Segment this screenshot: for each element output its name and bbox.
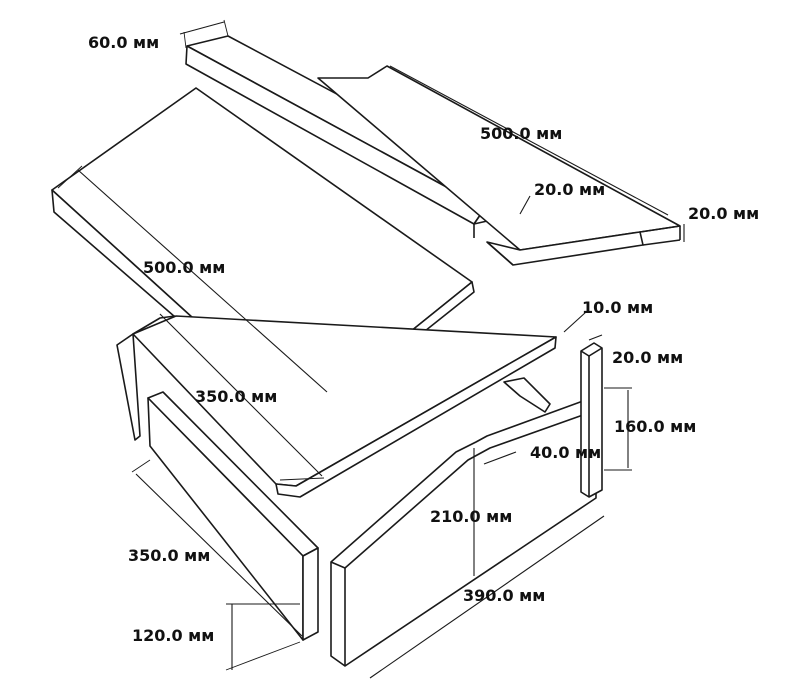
label-side-height: 160.0 мм bbox=[614, 417, 696, 436]
label-front-width: 350.0 мм bbox=[128, 546, 210, 565]
label-ridge-thickness: 20.0 мм bbox=[688, 204, 759, 223]
roof-panel-lower bbox=[132, 315, 557, 498]
label-notch-width: 40.0 мм bbox=[530, 443, 601, 462]
label-roof-length: 500.0 мм bbox=[143, 258, 225, 277]
label-front-height: 120.0 мм bbox=[132, 626, 214, 645]
label-top-board-width: 60.0 мм bbox=[88, 33, 159, 52]
back-gable bbox=[116, 315, 176, 441]
label-side-thickness: 20.0 мм bbox=[612, 348, 683, 367]
front-panel bbox=[147, 391, 319, 641]
label-gable-length: 390.0 мм bbox=[463, 586, 545, 605]
label-gable-height: 210.0 мм bbox=[430, 507, 512, 526]
label-base-width: 350.0 мм bbox=[195, 387, 277, 406]
end-post bbox=[580, 342, 603, 498]
label-roof-thickness: 10.0 мм bbox=[582, 298, 653, 317]
dimension-labels: 60.0 мм 500.0 мм 20.0 мм 20.0 мм 500.0 м… bbox=[88, 33, 759, 645]
label-top-board-length: 500.0 мм bbox=[480, 124, 562, 143]
ridge-board bbox=[317, 65, 681, 266]
dimension-lines bbox=[57, 19, 685, 679]
label-top-board-thickness: 20.0 мм bbox=[534, 180, 605, 199]
